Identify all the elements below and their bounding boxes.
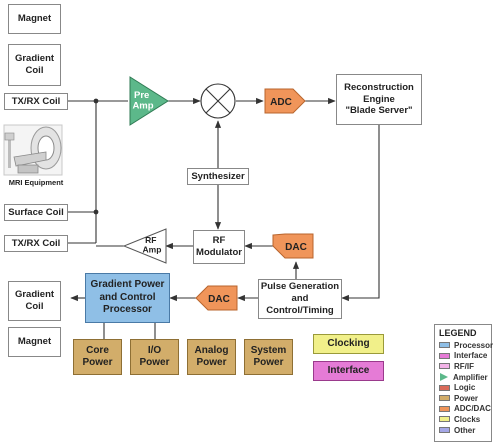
legend-item: Processor [439,340,493,351]
dac-upper-label: DAC [285,242,307,253]
legend-label: Other [454,425,476,435]
legend-swatch [439,405,450,412]
junction-dot [93,209,99,215]
preamp-line2: Amp [132,101,153,112]
legend-item: Logic [439,382,487,393]
junction-dot [93,98,99,104]
legend-label: Power [454,393,479,403]
clocking-key-box: Clocking [313,334,384,354]
synthesizer-box: Synthesizer [187,168,249,185]
preamp-label: Pre Amp [132,90,153,112]
analog-power-box: Analog Power [187,339,236,375]
magnet-bottom-box: Magnet [8,327,61,357]
legend-item: RF/IF [439,361,487,372]
rf-amp-line2: Amp [143,245,162,255]
rf-amp-label: RF Amp [143,235,162,255]
txrx-coil-top-box: TX/RX Coil [4,93,68,110]
mri-equipment-label: MRI Equipment [8,178,64,187]
preamp-shape [129,76,169,126]
legend-item: Other [439,425,487,436]
adc-shape [264,88,306,114]
pulse-generation-box: Pulse Generation and Control/Timing [258,279,342,319]
legend-item: Clocks [439,414,487,425]
mri-scanner-icon [3,124,63,176]
core-power-box: Core Power [73,339,122,375]
reconstruction-engine-box: Reconstruction Engine "Blade Server" [336,74,422,125]
legend-item: ADC/DAC [439,404,491,415]
legend-item: Power [439,393,487,404]
legend-swatch [439,342,450,349]
legend-swatch [439,395,450,402]
legend-title: LEGEND [439,328,477,338]
legend-label: Logic [454,383,476,393]
dac-lower-shape [195,285,238,311]
legend-swatch [439,427,450,434]
rf-amp-line1: RF [145,235,156,245]
rf-amp-shape [122,228,167,264]
gradient-processor-box: Gradient Power and Control Processor [85,273,170,323]
rf-modulator-box: RF Modulator [193,230,245,264]
gradient-coil-bottom-box: Gradient Coil [8,281,61,321]
dac-upper-shape [272,233,314,259]
interface-key-box: Interface [313,361,384,381]
legend-label: ADC/DAC [454,404,491,414]
legend-swatch [439,352,450,359]
txrx-coil-bottom-box: TX/RX Coil [4,235,68,252]
gradient-coil-top-box: Gradient Coil [8,44,61,86]
dac-lower-label: DAC [208,294,230,305]
system-power-box: System Power [244,339,293,375]
wire-reconstruction-to-pulsegen [341,125,380,302]
legend-swatch [439,363,450,370]
legend-item: Interface [439,351,487,362]
legend-swatch [439,384,450,391]
io-power-box: I/O Power [130,339,179,375]
legend-label: Processor [454,340,494,350]
legend-label: Clocks [454,414,481,424]
legend-label: RF/IF [454,361,474,371]
legend-label: Amplifier [453,372,488,382]
legend-swatch [440,373,448,382]
legend-swatch [439,416,450,423]
preamp-line1: Pre [134,90,149,101]
legend-item: Amplifier [439,372,488,383]
surface-coil-box: Surface Coil [4,204,68,221]
legend-label: Interface [454,351,488,361]
magnet-top-box: Magnet [8,4,61,34]
adc-label: ADC [270,97,292,108]
